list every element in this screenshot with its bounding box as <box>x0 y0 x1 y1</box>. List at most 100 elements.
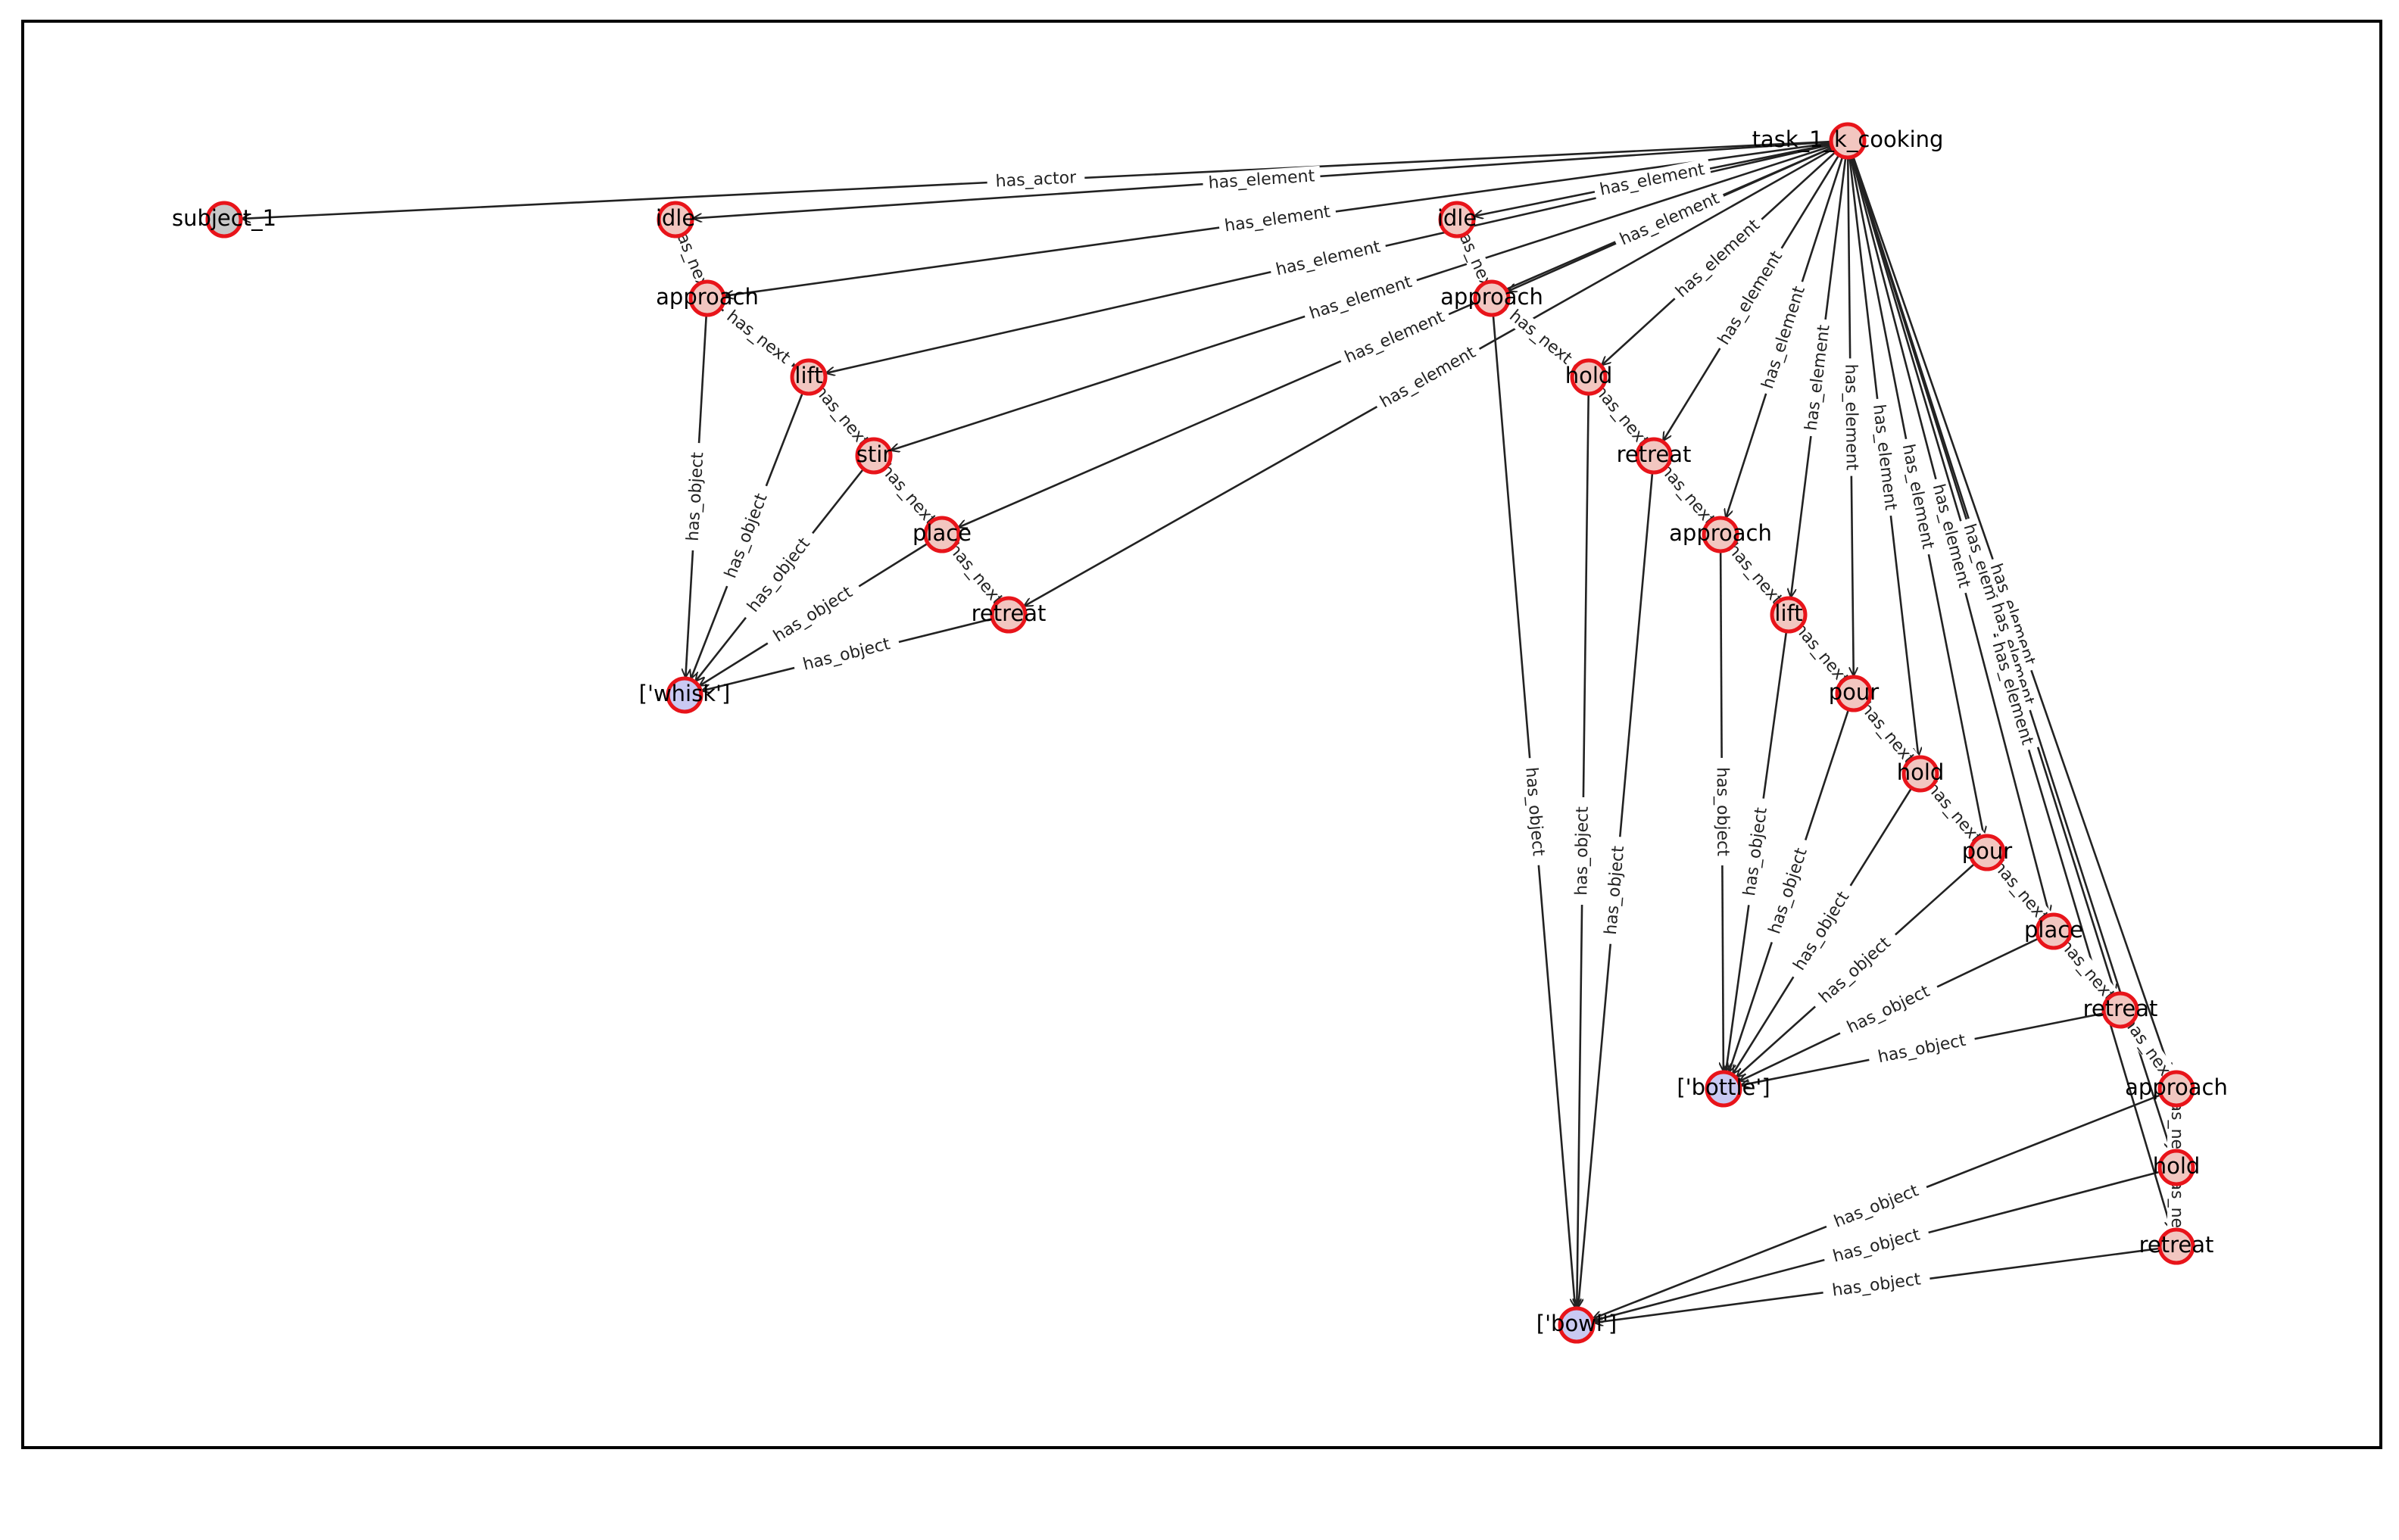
edge-label-text: has_object <box>1765 846 1811 937</box>
edge-label-background <box>1521 757 1549 866</box>
edge-label-background <box>1218 201 1337 237</box>
node-stir1[interactable]: stir <box>855 437 893 475</box>
node-bottle[interactable]: ['bottle'] <box>1677 1070 1770 1108</box>
edge-label-background <box>1821 1267 1931 1302</box>
edge-label-background <box>1867 1028 1976 1069</box>
node-place1[interactable]: place <box>912 516 972 553</box>
edge-label-has-element: has_element <box>1268 235 1388 281</box>
node-circle[interactable] <box>1829 122 1867 160</box>
node-lift3[interactable]: lift <box>1770 596 1808 634</box>
node-retreat2[interactable]: retreat <box>1617 437 1692 475</box>
node-approach1[interactable]: approach <box>656 279 759 317</box>
edge-label-has-element: has_element <box>1755 278 1811 397</box>
node-circle[interactable] <box>1473 279 1511 317</box>
edge-label-background <box>1784 880 1858 982</box>
node-circle[interactable] <box>688 279 726 317</box>
node-approach3[interactable]: approach <box>1669 516 1772 553</box>
edge-label-background <box>1337 304 1452 369</box>
edge-label-text: has_object <box>770 583 856 647</box>
node-circle[interactable] <box>2157 1149 2195 1186</box>
edge-label-has-element: has_element <box>1868 397 1901 517</box>
node-circle[interactable] <box>205 201 243 238</box>
node-bowl[interactable]: ['bowl'] <box>1536 1306 1618 1344</box>
edge-label-has-element: has_element <box>1841 358 1862 476</box>
node-circle[interactable] <box>2035 912 2073 950</box>
edge-label-background <box>1593 157 1712 201</box>
node-circle[interactable] <box>666 676 703 714</box>
node-circle[interactable] <box>1570 358 1608 396</box>
node-pour3a[interactable]: pour <box>1829 675 1880 712</box>
edge-label-background <box>1984 556 2042 674</box>
node-label: retreat <box>2083 996 2158 1021</box>
edge-label-has-object: has_object <box>791 631 901 677</box>
edge-label-text: has_object <box>684 451 708 541</box>
node-circle[interactable] <box>2157 1227 2195 1265</box>
edge-label-text: has_object <box>1713 767 1733 856</box>
node-retreat4[interactable]: retreat <box>2139 1227 2214 1265</box>
node-approach2[interactable]: approach <box>1440 279 1543 317</box>
node-idle2[interactable]: idle <box>1437 201 1477 238</box>
edge-label-background <box>1711 242 1789 354</box>
node-subject[interactable]: subject_1 <box>172 201 276 238</box>
edge-label-background <box>791 631 901 677</box>
edge-label-background <box>762 577 864 651</box>
node-approach4[interactable]: approach <box>2125 1070 2228 1108</box>
node-circle[interactable] <box>1558 1306 1596 1344</box>
edge-label-has-next: has_next <box>717 302 800 372</box>
node-place3[interactable]: place <box>2024 912 2083 950</box>
node-task[interactable]: task_1_k_cooking <box>1752 122 1944 160</box>
node-pour3b[interactable]: pour <box>1962 834 2013 871</box>
node-label: approach <box>1440 284 1543 310</box>
edge-label-has-element: has_element <box>1202 165 1321 194</box>
node-circle[interactable] <box>1702 516 1739 553</box>
node-circle[interactable] <box>855 437 893 475</box>
node-label: hold <box>2153 1153 2201 1179</box>
node-idle1[interactable]: idle <box>656 201 695 238</box>
node-circle[interactable] <box>2157 1070 2195 1108</box>
nodes-layer: task_1_k_cooking subject_1 idle approach lif… <box>172 122 2228 1344</box>
edge-label-text: has_object <box>1844 982 1933 1037</box>
edge-label-has-object: has_object <box>1761 837 1814 946</box>
node-circle[interactable] <box>790 358 828 396</box>
edge-label-background <box>1611 185 1727 252</box>
edge-label-background <box>1821 1222 1931 1269</box>
node-circle[interactable] <box>1901 755 1939 793</box>
node-circle[interactable] <box>2101 991 2139 1029</box>
edge-label-background <box>1835 977 1942 1042</box>
node-lift1[interactable]: lift <box>790 358 828 396</box>
edge-label-background <box>1852 693 1923 774</box>
node-retreat1[interactable]: retreat <box>972 596 1047 634</box>
edge-label-background <box>1571 796 1593 906</box>
edge-label-has-element: has_element <box>1301 270 1420 326</box>
node-circle[interactable] <box>1438 201 1476 238</box>
node-circle[interactable] <box>1770 596 1808 634</box>
edge-label-text: has_element <box>1869 404 1900 512</box>
edge-label-background <box>1800 318 1835 438</box>
node-circle[interactable] <box>1835 675 1873 712</box>
node-hold2[interactable]: hold <box>1565 358 1613 396</box>
edge-label-text: has_next <box>1724 540 1786 609</box>
edge-label-text: has_object <box>1816 934 1895 1007</box>
edge-label-has-object: has_object <box>717 482 775 590</box>
node-hold4[interactable]: hold <box>2153 1149 2201 1186</box>
node-circle[interactable] <box>1635 437 1673 475</box>
node-hold3[interactable]: hold <box>1897 755 1945 793</box>
node-circle[interactable] <box>1968 834 2006 871</box>
edge-label-background <box>1985 594 2040 713</box>
node-retreat3[interactable]: retreat <box>2083 991 2158 1029</box>
node-label: ['whisk'] <box>639 681 731 706</box>
edge-label-has-object: has_object <box>1867 1028 1976 1069</box>
node-circle[interactable] <box>1705 1070 1742 1108</box>
node-circle[interactable] <box>923 516 961 553</box>
edge-label-background <box>1652 454 1724 535</box>
node-label: idle <box>656 205 695 231</box>
edge-label-has-object: has_object <box>1738 796 1773 906</box>
node-label: retreat <box>1617 441 1692 467</box>
node-whisk[interactable]: ['whisk'] <box>639 676 731 714</box>
edge-label-text: has_element <box>1758 284 1809 391</box>
edge-label-background <box>2051 930 2124 1010</box>
node-circle[interactable] <box>657 201 694 238</box>
edge-label-text: has_next <box>723 307 794 367</box>
node-circle[interactable] <box>990 596 1028 634</box>
